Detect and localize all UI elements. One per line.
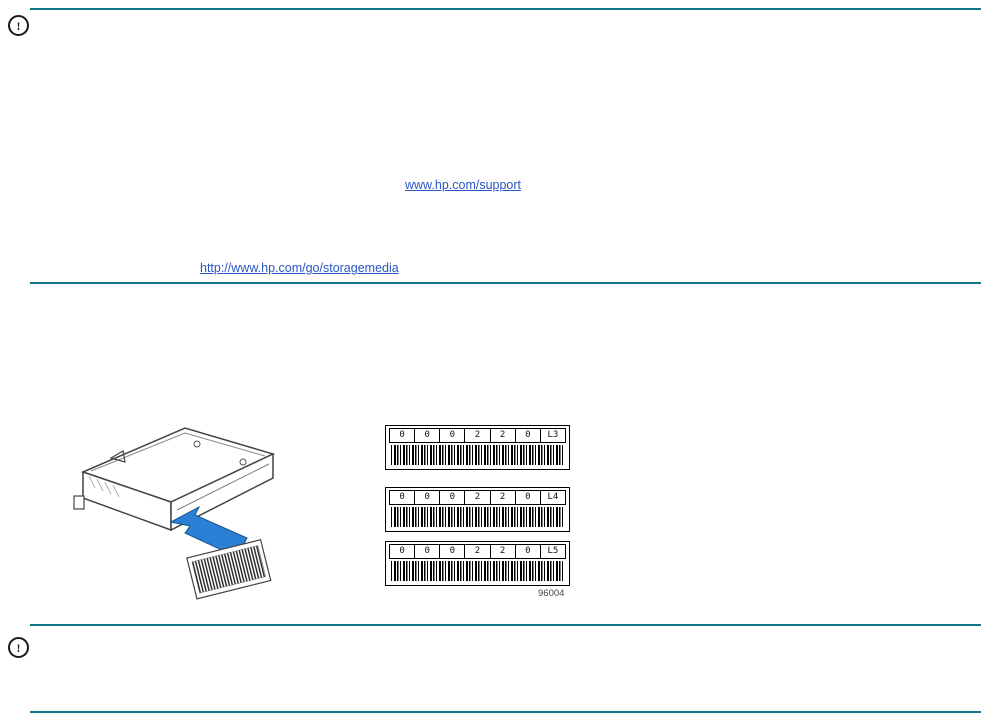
barcode-char-cell: 2: [465, 491, 491, 504]
figure-number: 96004: [538, 588, 565, 599]
barcode-char-cell: 2: [465, 429, 491, 442]
barcode-label-l5: 0 0 0 2 2 0 L5: [385, 541, 570, 586]
storage-media-link[interactable]: http://www.hp.com/go/storagemedia: [200, 261, 399, 275]
barcode-char-cell: 0: [390, 491, 416, 504]
barcode-stripes: [391, 507, 564, 527]
barcode-char-row: 0 0 0 2 2 0 L5: [389, 544, 566, 559]
cartridge-rib-lines: [88, 475, 120, 498]
section-rule-bottom: [30, 711, 981, 713]
caution-glyph: !: [16, 18, 21, 33]
barcode-char-cell: L4: [547, 492, 559, 502]
caution-glyph: !: [16, 640, 21, 655]
barcode-char-cell: 0: [415, 545, 441, 558]
caution-icon: !: [8, 637, 29, 658]
barcode-char-cell: 2: [491, 545, 516, 558]
barcode-char-cell: 2: [491, 491, 516, 504]
barcode-char-cell: 0: [415, 491, 441, 504]
barcode-label-sheet: [186, 538, 272, 600]
barcode-char-cell: L3: [547, 430, 559, 440]
lock-tab: [73, 495, 85, 510]
barcode-char-cell: 0: [440, 429, 466, 442]
barcode-char-row: 0 0 0 2 2 0 L4: [389, 490, 566, 505]
label-recess-line: [176, 463, 270, 511]
cartridge-illustration: [45, 410, 305, 615]
barcode-char-cell: 0: [440, 491, 466, 504]
barcode-char-cell: 2: [465, 545, 491, 558]
screw-icon: [193, 440, 201, 448]
barcode-stripes: [391, 445, 564, 465]
section-rule-top: [30, 8, 981, 10]
barcode-char-cell: 0: [390, 545, 416, 558]
barcode-char-cell: 0: [440, 545, 466, 558]
section-rule-middle-2: [30, 624, 981, 626]
section-rule-middle-1: [30, 282, 981, 284]
barcode-char-cell: 0: [516, 429, 541, 442]
barcode-char-cell: 0: [390, 429, 416, 442]
barcode-char-row: 0 0 0 2 2 0 L3: [389, 428, 566, 443]
cartridge-lid-line: [90, 432, 266, 472]
barcode-stripes: [391, 561, 564, 581]
barcode-label-l4: 0 0 0 2 2 0 L4: [385, 487, 570, 532]
barcode-char-cell: 0: [415, 429, 441, 442]
barcode-char-cell: 2: [491, 429, 516, 442]
write-protect-triangle: [109, 450, 126, 463]
barcode-label-l3: 0 0 0 2 2 0 L3: [385, 425, 570, 470]
barcode-char-cell: L5: [547, 546, 559, 556]
screw-icon: [239, 458, 247, 466]
support-link[interactable]: www.hp.com/support: [405, 178, 522, 192]
barcode-char-cell: 0: [516, 545, 541, 558]
barcode-char-cell: 0: [516, 491, 541, 504]
tape-cartridge-drawing: [73, 427, 276, 600]
caution-icon: !: [8, 15, 29, 36]
